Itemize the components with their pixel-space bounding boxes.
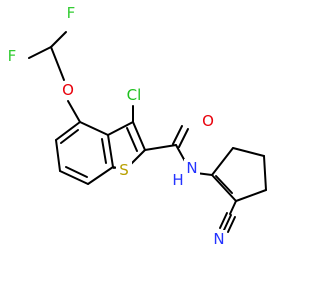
bond-c3-c2 — [132, 121, 146, 151]
label-bg-o-carbonyl — [200, 112, 216, 130]
atom-f-top: F — [67, 4, 76, 22]
bond-c7-c7a — [87, 166, 114, 185]
bond-c7a-c3a — [107, 134, 114, 168]
label-bg-cl — [122, 86, 146, 104]
atom-n-nitrile: N — [213, 230, 224, 248]
bond-c4-c5 — [55, 121, 81, 141]
atom-cl: Cl — [127, 86, 142, 104]
bond-cf-left — [28, 46, 52, 59]
bond-cn-triple-b — [223, 214, 232, 231]
bond-cf-top — [50, 31, 67, 48]
label-bg-f-left — [5, 47, 19, 65]
bond-cn-triple-a — [219, 212, 228, 229]
molecule-structure-diagram: F F O Cl O S N H N — [5, 4, 267, 248]
bond-c4p-c3p — [263, 155, 267, 191]
atom-o-ether: O — [62, 81, 74, 99]
bond-c-o-ether — [50, 46, 65, 81]
bond-o-c4 — [67, 100, 81, 123]
bond-c5p-c4p — [232, 147, 265, 157]
bond-c2p-c1p-double — [215, 175, 233, 194]
bond-c3a-c3 — [107, 121, 134, 136]
atom-f-left: F — [8, 47, 17, 65]
atom-nh: N — [186, 159, 197, 177]
bond-c4-c5-double — [60, 129, 79, 144]
label-bg-s — [116, 161, 132, 179]
bond-co-double-a — [172, 125, 183, 145]
bond-c3a-c4 — [79, 121, 109, 136]
bond-c2p-cn — [229, 200, 237, 215]
bond-c1p-c5p — [211, 147, 234, 176]
bond-c3-c2-double — [126, 127, 138, 152]
bond-c3p-c2p — [235, 189, 267, 202]
label-bg-n-nitrile — [211, 230, 227, 248]
bond-c5-c6 — [55, 139, 61, 172]
atom-h-amide: H — [172, 171, 183, 189]
bond-c6-c7 — [59, 170, 89, 185]
bond-cn-triple-c — [227, 216, 236, 233]
bond-c6-c7-double — [65, 166, 88, 178]
atom-o-carbonyl: O — [202, 112, 214, 130]
label-bg-f-top — [64, 4, 78, 22]
bond-c7a-c3a-double — [101, 138, 107, 164]
bond-c2-s — [130, 149, 146, 165]
bond-c2-ccarbonyl — [144, 144, 177, 151]
bond-layer — [28, 31, 267, 233]
bond-co-double-b — [178, 128, 189, 148]
label-bg-nh — [184, 159, 200, 177]
label-bg-o-ether — [60, 81, 76, 99]
bond-c2p-c1p — [211, 174, 237, 202]
atom-layer: F F O Cl O S N H N — [5, 4, 227, 248]
label-bg-h — [171, 171, 185, 189]
atom-s-ring: S — [119, 161, 129, 179]
